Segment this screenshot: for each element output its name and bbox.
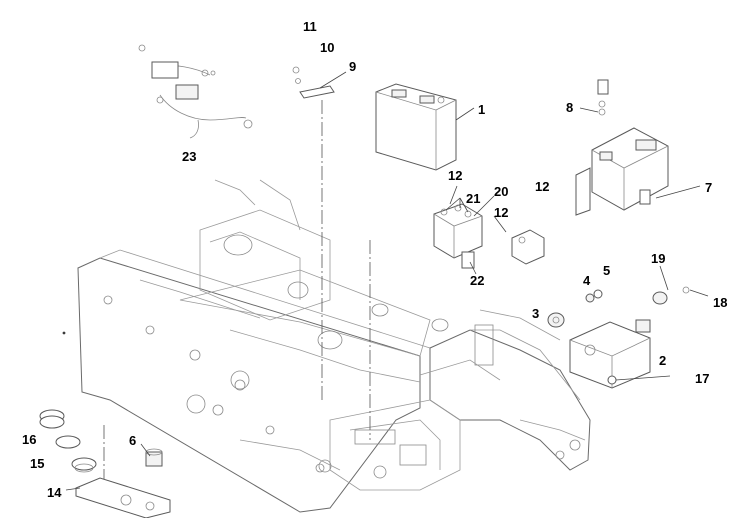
callout-12-b: 12 xyxy=(535,179,549,194)
callout-18: 18 xyxy=(713,295,727,310)
control-module xyxy=(575,79,669,216)
callout-9: 9 xyxy=(349,59,356,74)
callout-2: 2 xyxy=(659,353,666,368)
callout-21: 21 xyxy=(466,191,480,206)
callout-23: 23 xyxy=(182,149,196,164)
callout-11: 11 xyxy=(303,19,317,34)
ignition-housing xyxy=(569,286,690,389)
callout-7: 7 xyxy=(705,180,712,195)
callout-12-c: 12 xyxy=(494,205,508,220)
callout-4: 4 xyxy=(583,273,591,288)
callouts: 1 2 3 4 5 6 7 8 9 10 11 12 12 12 14 15 1… xyxy=(22,19,727,500)
cable-assembly xyxy=(138,44,253,139)
callout-1: 1 xyxy=(478,102,485,117)
callout-3: 3 xyxy=(532,306,539,321)
terminal-block xyxy=(433,203,545,269)
battery xyxy=(375,83,457,171)
callout-5: 5 xyxy=(603,263,610,278)
leader-lines xyxy=(65,71,709,491)
callout-14: 14 xyxy=(47,485,62,500)
callout-22: 22 xyxy=(470,273,484,288)
callout-19: 19 xyxy=(651,251,665,266)
bottom-left-parts xyxy=(39,409,171,518)
center-lines xyxy=(103,100,371,488)
callout-8: 8 xyxy=(566,100,573,115)
switch-parts xyxy=(547,289,603,328)
callout-6: 6 xyxy=(129,433,136,448)
battery-hold-down xyxy=(292,66,335,99)
chassis-frame xyxy=(62,179,591,513)
callout-20: 20 xyxy=(494,184,508,199)
callout-12-a: 12 xyxy=(448,168,462,183)
callout-10: 10 xyxy=(320,40,334,55)
callout-17: 17 xyxy=(695,371,709,386)
callout-15: 15 xyxy=(30,456,44,471)
callout-16: 16 xyxy=(22,432,36,447)
